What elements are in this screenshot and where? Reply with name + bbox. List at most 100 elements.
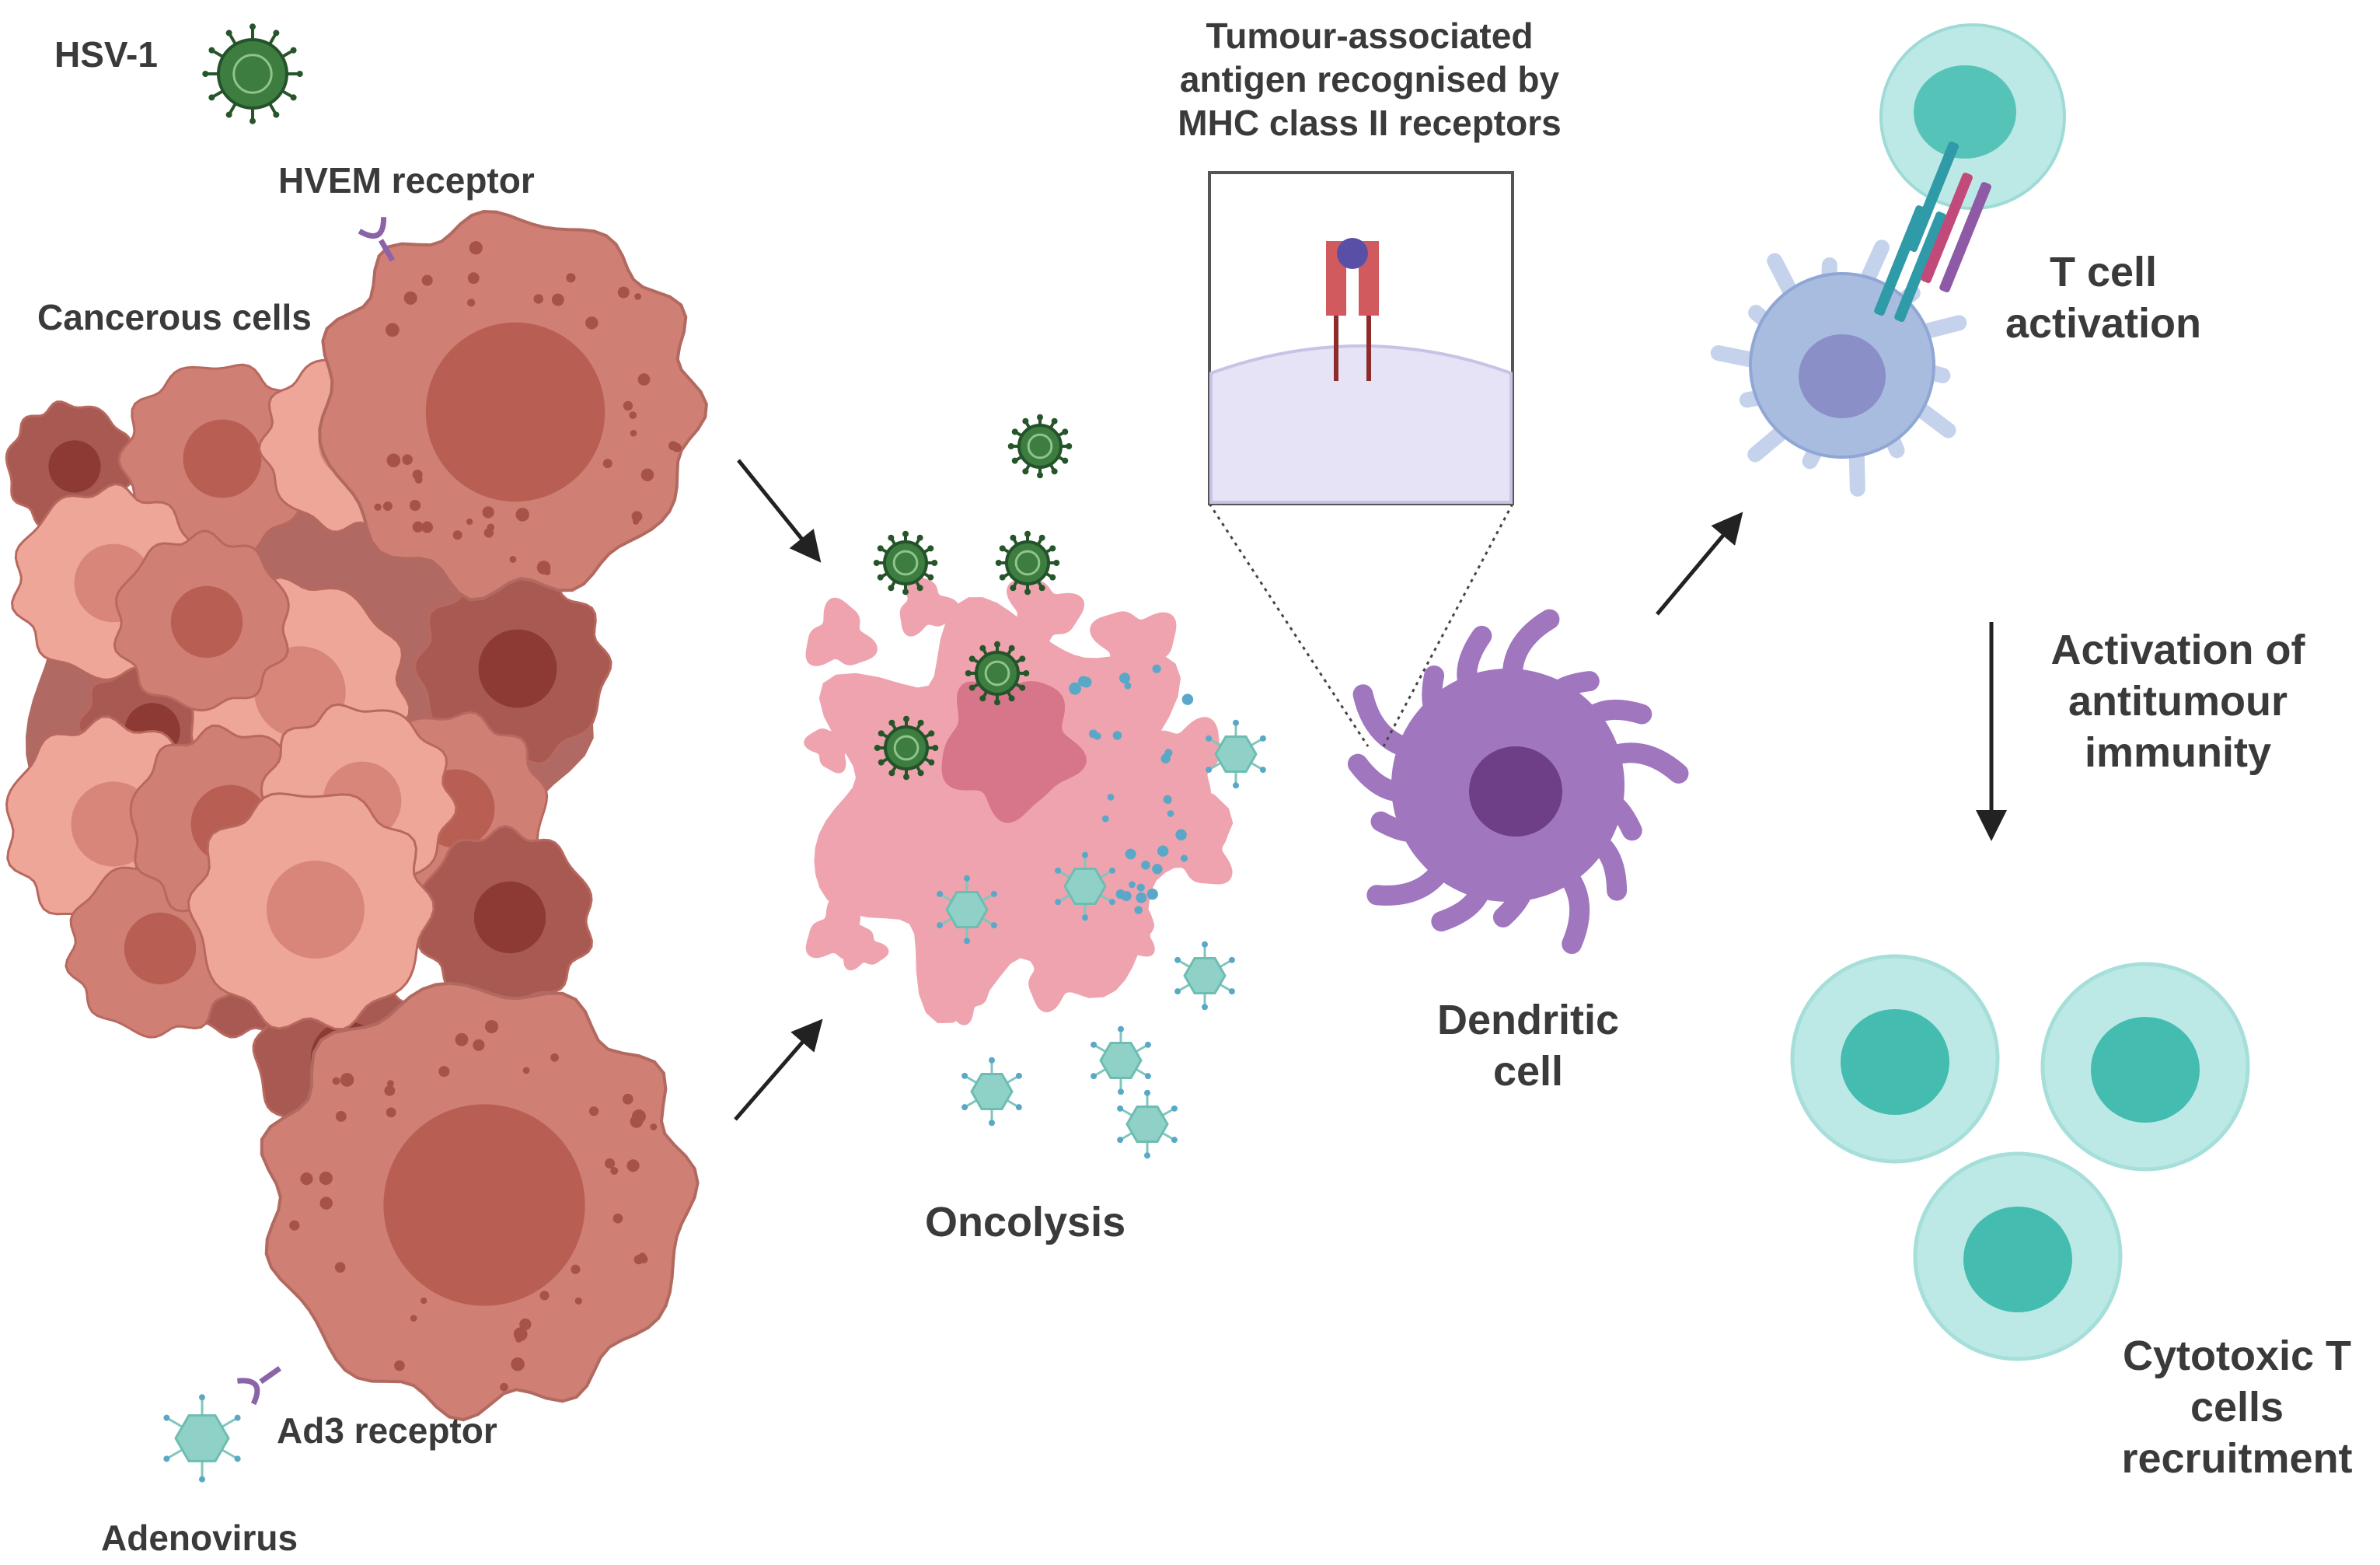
antigen-peptide [1337, 238, 1368, 269]
cell-granule [668, 441, 679, 451]
virus-spike-tip [916, 585, 923, 592]
adenovirus-knob [1082, 851, 1088, 858]
ad3-receptor-icon [237, 1366, 282, 1406]
adenovirus-knob [1144, 1073, 1151, 1080]
cell-granule [640, 468, 654, 482]
cell-granule [412, 521, 424, 533]
cancer-cell-nucleus [170, 585, 243, 658]
cell-granule [469, 241, 483, 255]
virus-spike-tip [968, 684, 975, 691]
virus-particles [163, 23, 1266, 1483]
cytotoxic-recruitment-line-3: recruitment [2121, 1434, 2353, 1482]
cell-granule [384, 1085, 396, 1096]
virus-capsid [1005, 540, 1050, 585]
adenovirus-knob [1108, 867, 1115, 874]
virus-spike-tip [1066, 443, 1073, 449]
receptor-complex [1907, 141, 1959, 253]
cell-granule [533, 294, 543, 304]
cell-granule [519, 1318, 532, 1331]
virus-spike-tip [290, 94, 297, 101]
antigen-label-line-2: antigen recognised by [1179, 59, 1560, 100]
cell-granule [421, 521, 434, 533]
antitumour-immunity-line-3: immunity [2084, 728, 2272, 776]
hsv1-virus-icon [202, 23, 303, 124]
cell-fragment [1151, 802, 1233, 885]
virus-spike-tip [932, 745, 939, 751]
virus-spike-tip [994, 699, 1000, 706]
oncolysis-label: Oncolysis [925, 1199, 1126, 1245]
cancer-cell-nucleus [473, 881, 546, 954]
adenovirus-capsid [970, 1073, 1014, 1110]
cell-granule [332, 1077, 340, 1085]
cell-granule [410, 1315, 417, 1322]
ad3-receptor-label: Ad3 receptor [277, 1410, 497, 1451]
hvem-receptor-icon [358, 217, 396, 262]
cell-fragment [937, 973, 991, 1025]
adenovirus-knob [199, 1394, 205, 1401]
cell-granule [539, 1291, 550, 1301]
cell-granule [300, 1172, 313, 1186]
cancer-cell-nucleus [124, 912, 197, 985]
antigen-label-line-1: Tumour-associated [1206, 16, 1534, 56]
cell-granule [588, 1106, 599, 1116]
virus-spike-tip [877, 545, 884, 552]
virus-spike-tip [979, 645, 986, 652]
release-particle [1112, 731, 1122, 740]
cancer-cell-nucleus [183, 419, 262, 498]
t-cell-activation-line-1: T cell [2049, 249, 2158, 295]
release-particle [1121, 890, 1132, 902]
adenovirus-capsid [1125, 1106, 1169, 1143]
adenovirus-knob [1015, 1072, 1022, 1079]
virus-spike-tip [888, 719, 895, 726]
cell-granule [631, 511, 643, 522]
virus-spike-tip [1024, 589, 1031, 596]
virus-spike-tip [1010, 534, 1017, 541]
release-particle [1107, 793, 1115, 801]
arrow-icon [734, 1018, 823, 1121]
virus-spike-tip [878, 730, 885, 737]
cell-granule [585, 316, 598, 330]
cell-granule [629, 411, 637, 420]
virus-capsid [975, 651, 1020, 696]
release-particle [1101, 815, 1109, 823]
oncolysis-cell [804, 575, 1234, 1025]
virus-spike-tip [296, 71, 303, 77]
adenovirus-knob [1259, 767, 1266, 774]
virus-spike-tip [1051, 468, 1058, 475]
arrow-icon [1656, 512, 1743, 616]
cell-granule [515, 508, 529, 522]
virus-spike-tip [873, 560, 880, 566]
cell-granule [515, 1336, 522, 1343]
adenovirus-knob [937, 890, 944, 897]
virus-capsid [883, 540, 928, 585]
virus-capsid [217, 38, 288, 110]
antitumour-immunity-label: Activation of antitumour immunity [2050, 625, 2305, 779]
virus-spike-tip [927, 545, 934, 552]
cell-granule [466, 518, 473, 526]
adenovirus-knob [1202, 1004, 1208, 1011]
release-particle [1124, 682, 1132, 690]
adenovirus-knob [1174, 988, 1181, 995]
receptor-stem [259, 1366, 282, 1385]
virus-spike-tip [902, 589, 909, 596]
adenovirus-knob [989, 1120, 995, 1127]
release-particle [1180, 854, 1188, 862]
receptor-complex [1921, 173, 1973, 284]
virus-core [984, 660, 1010, 686]
virus-spike-tip [250, 117, 256, 124]
adenovirus-capsid [945, 891, 989, 928]
virus-spike-tip [1008, 645, 1015, 652]
adenovirus-capsid [1214, 735, 1258, 773]
release-particle [1152, 664, 1161, 673]
virus-spike-tip [877, 574, 884, 581]
adenovirus-knob [964, 875, 970, 882]
cytotoxic-recruitment-line-2: cells [2190, 1383, 2284, 1431]
cell-fragment [805, 597, 878, 666]
cell-granule [319, 1171, 333, 1186]
cell-granule [551, 293, 564, 306]
virus-spike-tip [916, 534, 923, 541]
virus-spike-tip [994, 641, 1000, 648]
cell-granule [467, 299, 476, 307]
t-cell-activation-group [1710, 23, 2066, 497]
cell-granule [626, 1159, 640, 1172]
